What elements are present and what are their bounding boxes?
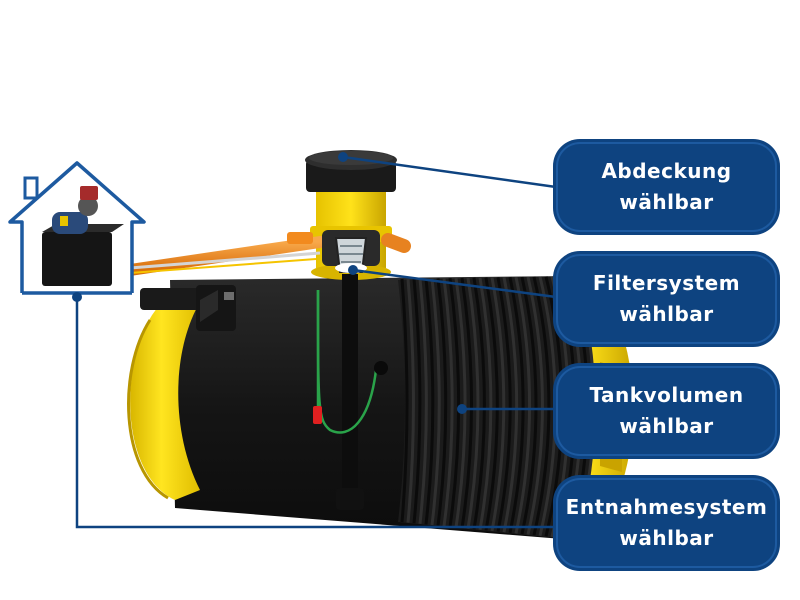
callout-abdeckung-line1: Abdeckung [601, 159, 732, 183]
callout-filtersystem-line2: wählbar [619, 302, 714, 326]
callout-tankvolumen-line1: Tankvolumen [589, 383, 744, 407]
tank-end-cap-left [130, 296, 200, 500]
callout-entnahmesystem: Entnahmesystem wählbar [556, 478, 777, 568]
connector-filtersystem [352, 268, 557, 299]
tank-rib [430, 278, 441, 526]
tank-rib [466, 277, 480, 529]
tank-rib [538, 276, 557, 537]
callout-entnahmesystem-line2: wählbar [619, 526, 714, 550]
connector-lines [75, 155, 557, 529]
tank-rib [472, 277, 486, 530]
callout-entnahmesystem-line1: Entnahmesystem [565, 495, 768, 519]
tank-rib [436, 278, 448, 526]
tank-rib [448, 277, 461, 528]
connector-abdeckung [342, 155, 557, 189]
callout-abdeckung: Abdeckung wählbar [556, 142, 777, 232]
pump-unit-icon [42, 186, 124, 286]
tank-rib [460, 277, 473, 529]
connector-entnahmesystem [75, 297, 556, 529]
tank-rib [412, 278, 422, 524]
riser-pipe [313, 274, 388, 510]
callout-filtersystem: Filtersystem wählbar [556, 254, 777, 344]
connector-dots [72, 152, 467, 414]
tank-rib [490, 277, 506, 532]
tank-rib [406, 278, 415, 523]
tank-rib [520, 276, 538, 535]
tank-rib [526, 276, 544, 535]
callout-abdeckung-line2: wählbar [619, 190, 714, 214]
overflow-outlet [140, 285, 236, 331]
inlet-pipes [124, 232, 411, 276]
callout-tankvolumen: Tankvolumen wählbar [556, 366, 777, 456]
tank-rib [484, 277, 499, 531]
tank-rib [502, 277, 519, 533]
tank-rib [496, 277, 512, 532]
tank-rib [442, 278, 454, 527]
tank-rib [418, 278, 428, 524]
callout-tankvolumen-line2: wählbar [619, 414, 714, 438]
tank-rib [478, 277, 493, 531]
callout-filtersystem-line1: Filtersystem [592, 271, 741, 295]
filter-basket-icon [322, 230, 380, 273]
tank-rib [400, 278, 409, 523]
tank-rib [454, 277, 467, 528]
tank-rib [532, 276, 551, 536]
tank-rib [424, 278, 435, 525]
tank-rib [508, 276, 525, 534]
tank-rib [514, 276, 532, 534]
